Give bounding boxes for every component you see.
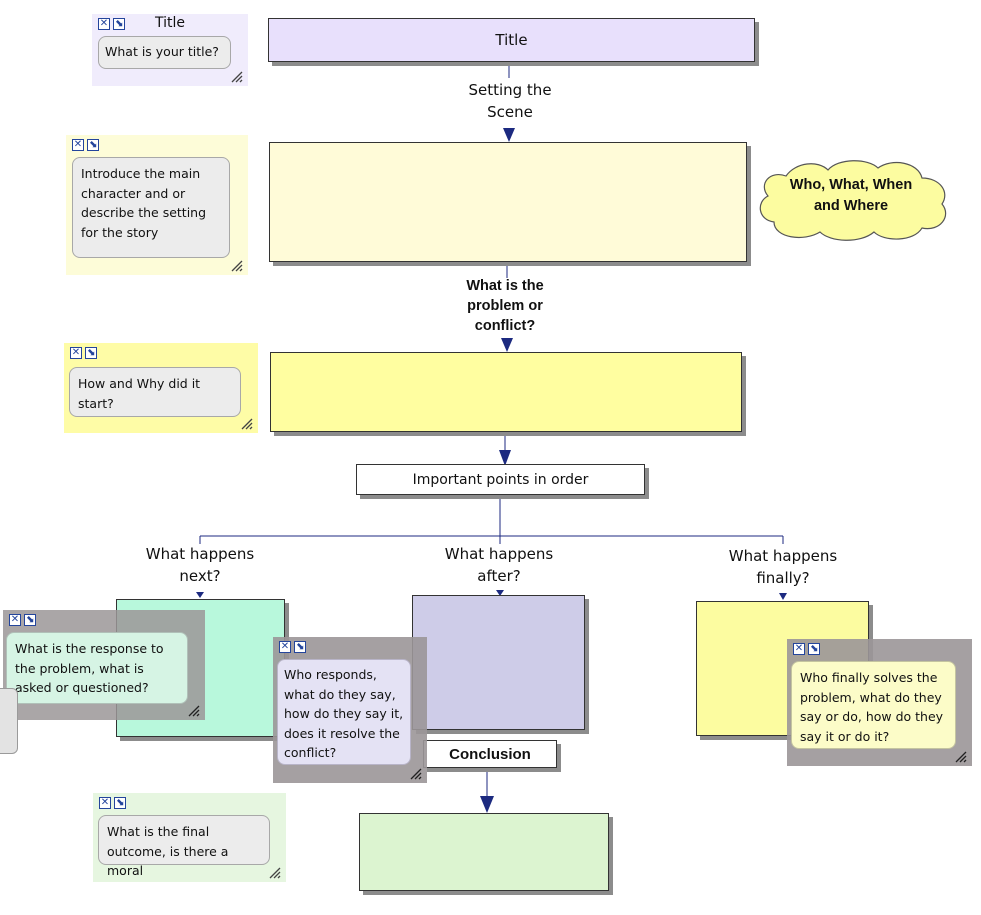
- title-box[interactable]: Title: [268, 18, 755, 62]
- after-box[interactable]: [412, 595, 585, 730]
- arrow-head: [501, 338, 513, 352]
- close-icon[interactable]: ✕: [98, 18, 110, 30]
- title-note-text[interactable]: What is your title?: [98, 36, 231, 69]
- expand-icon[interactable]: ⬊: [85, 347, 97, 359]
- conclusion-outcome-box[interactable]: [359, 813, 609, 891]
- problem-label: What is the problem or conflict?: [466, 278, 544, 334]
- close-icon[interactable]: ✕: [99, 797, 111, 809]
- expand-icon[interactable]: ⬊: [808, 643, 820, 655]
- resize-grip-icon[interactable]: [409, 767, 422, 780]
- solves-note[interactable]: ✕⬊ Who finally solves the problem, what …: [787, 639, 972, 766]
- important-points-box[interactable]: Important points in order: [356, 464, 645, 495]
- expand-icon[interactable]: ⬊: [24, 614, 36, 626]
- after-label: What happens after?: [444, 545, 554, 585]
- close-icon[interactable]: ✕: [279, 641, 291, 653]
- intro-note-text[interactable]: Introduce the main character and or desc…: [72, 157, 230, 258]
- outcome-note-text[interactable]: What is the final outcome, is there a mo…: [98, 815, 270, 878]
- intro-note[interactable]: ✕⬊ Introduce the main character and or d…: [66, 135, 248, 275]
- arrow-head: [480, 796, 494, 813]
- title-box-label: Title: [495, 31, 528, 49]
- resize-grip-icon[interactable]: [268, 866, 281, 879]
- close-icon[interactable]: ✕: [72, 139, 84, 151]
- conclusion-label: Conclusion: [449, 745, 531, 763]
- cloud-shape[interactable]: [756, 158, 952, 242]
- resize-grip-icon[interactable]: [230, 70, 243, 83]
- response-note-text[interactable]: What is the response to the problem, wha…: [6, 632, 188, 704]
- side-panel-handle[interactable]: [0, 688, 18, 754]
- close-icon[interactable]: ✕: [70, 347, 82, 359]
- setting-the-scene-label: Setting the Scene: [468, 81, 552, 121]
- arrow-head: [779, 593, 787, 600]
- expand-icon[interactable]: ⬊: [113, 18, 125, 30]
- title-note-title: Title: [155, 15, 186, 31]
- expand-icon[interactable]: ⬊: [87, 139, 99, 151]
- solves-note-text[interactable]: Who finally solves the problem, what do …: [791, 661, 956, 749]
- resize-grip-icon[interactable]: [187, 704, 200, 717]
- title-note[interactable]: ✕⬊ Title What is your title?: [92, 14, 248, 86]
- expand-icon[interactable]: ⬊: [294, 641, 306, 653]
- problem-box[interactable]: [270, 352, 742, 432]
- close-icon[interactable]: ✕: [9, 614, 21, 626]
- responds-note-text[interactable]: Who responds, what do they say, how do t…: [277, 659, 411, 765]
- start-note-text[interactable]: How and Why did it start?: [69, 367, 241, 417]
- resize-grip-icon[interactable]: [230, 259, 243, 272]
- outcome-note[interactable]: ✕⬊ What is the final outcome, is there a…: [93, 793, 286, 882]
- arrow-head: [196, 592, 204, 598]
- setting-box[interactable]: [269, 142, 747, 262]
- next-label: What happens next?: [145, 545, 255, 585]
- resize-grip-icon[interactable]: [954, 750, 967, 763]
- cloud-text: Who, What, When and Where: [789, 177, 913, 214]
- conclusion-box[interactable]: Conclusion: [423, 740, 557, 768]
- expand-icon[interactable]: ⬊: [114, 797, 126, 809]
- important-points-label: Important points in order: [412, 471, 589, 488]
- finally-label: What happens finally?: [728, 547, 838, 587]
- response-note[interactable]: ✕⬊ What is the response to the problem, …: [3, 610, 205, 720]
- arrow-head: [503, 128, 515, 142]
- start-note[interactable]: ✕⬊ How and Why did it start?: [64, 343, 258, 433]
- close-icon[interactable]: ✕: [793, 643, 805, 655]
- responds-note[interactable]: ✕⬊ Who responds, what do they say, how d…: [273, 637, 427, 783]
- resize-grip-icon[interactable]: [240, 417, 253, 430]
